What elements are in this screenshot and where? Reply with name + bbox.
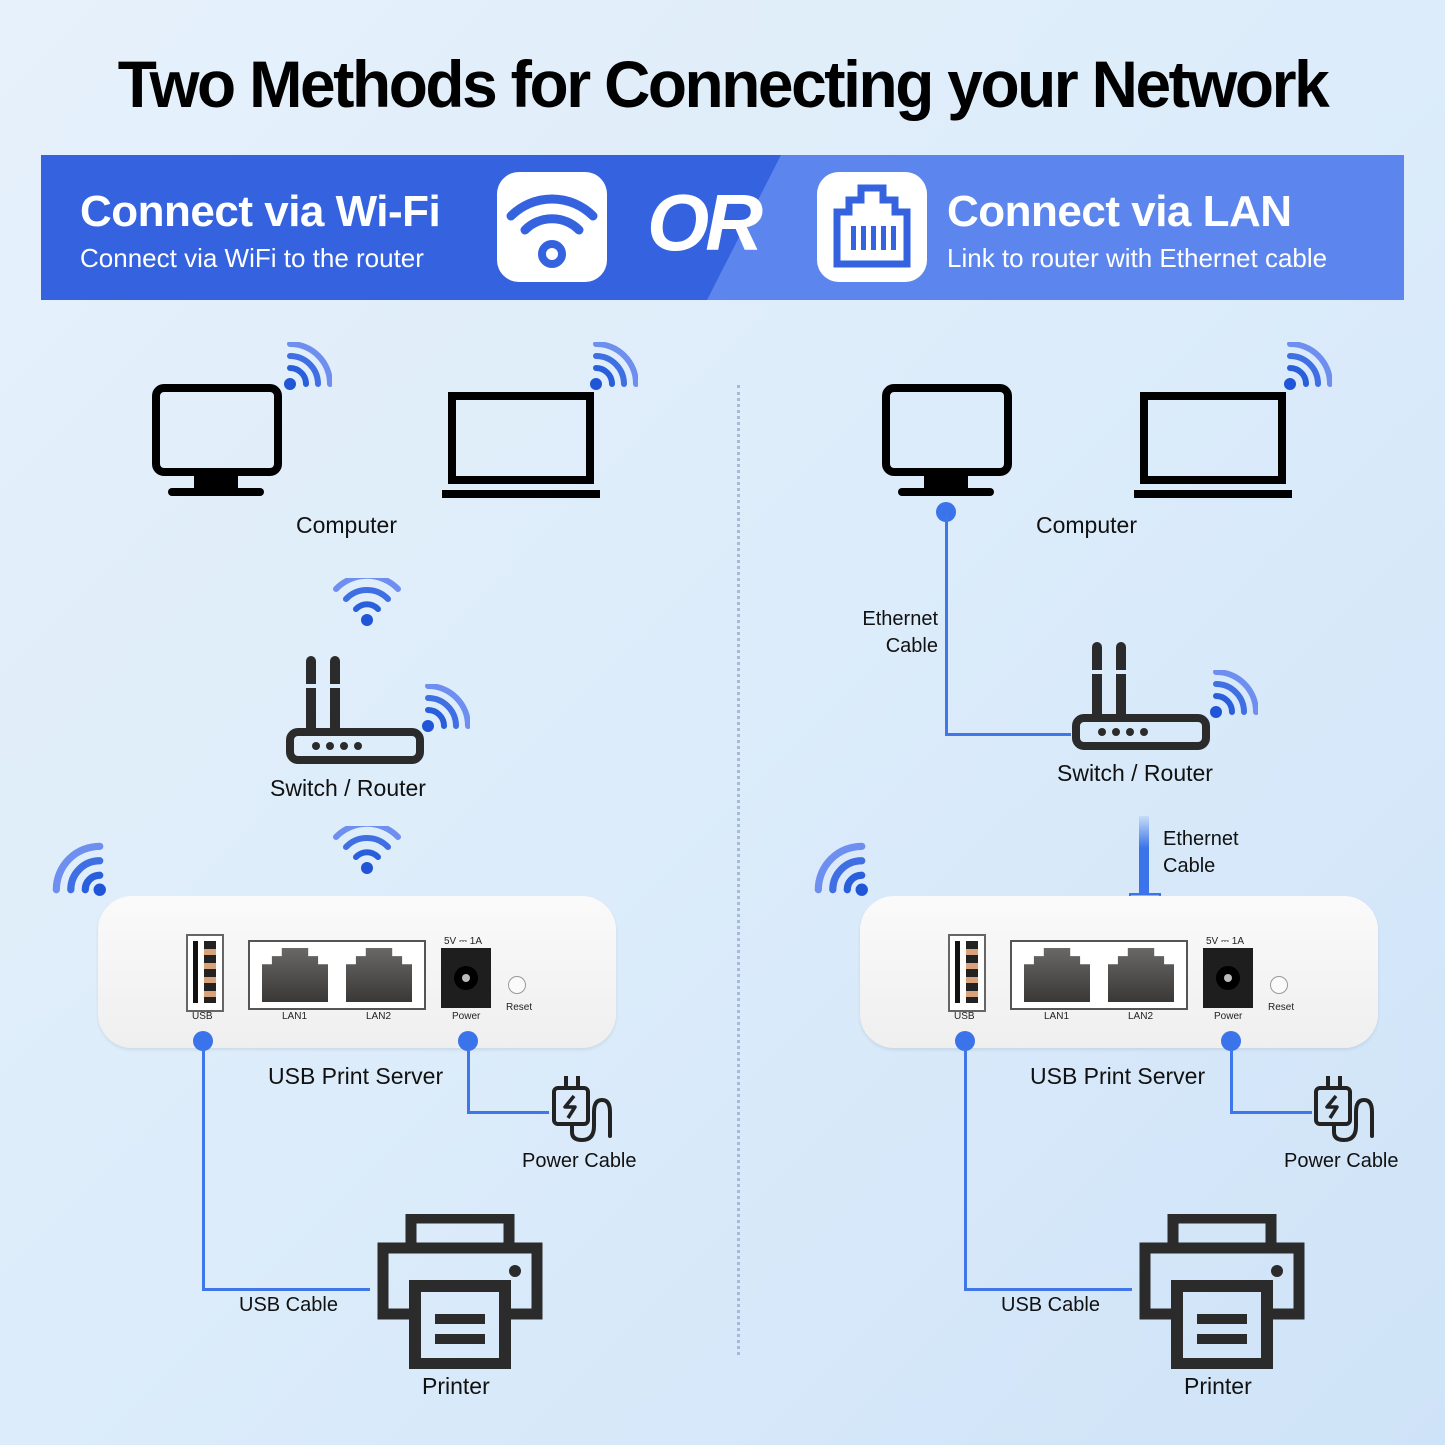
lan1-port [1024,948,1090,1002]
ethernet-port-icon [833,184,911,268]
ethernet-connector-dot [936,502,956,522]
wifi-signal-icon [46,836,108,898]
wifi-signal-icon [808,836,870,898]
power-plug-icon [1312,1074,1377,1144]
lan-ports [1010,940,1188,1010]
power-cable-line [467,1049,470,1113]
power-plug-icon [550,1074,615,1144]
wifi-method-heading: Connect via Wi-Fi [80,187,441,236]
power-cable-line [1230,1049,1233,1113]
power-jack [1203,948,1253,1008]
usb-print-server: USB LAN1 LAN2 5V ⎓ 1A Power Reset [860,896,1378,1048]
power-connector-dot [1221,1031,1241,1051]
usb-port-label: USB [192,1011,213,1022]
ethernet-cable-line [945,733,1071,736]
laptop-icon [1134,390,1294,500]
reset-button[interactable] [1270,976,1288,994]
printer-label: Printer [422,1373,490,1399]
usb-connector-dot [193,1031,213,1051]
laptop-icon [442,390,602,500]
power-jack [441,948,491,1008]
usb-print-server: USB LAN1 LAN2 5V ⎓ 1A Power Reset [98,896,616,1048]
power-cable-label: Power Cable [1284,1150,1399,1172]
usb-port [948,934,986,1012]
lan2-label: LAN2 [366,1011,392,1022]
power-cable-line [467,1111,549,1114]
router-icon [286,654,426,764]
reset-label: Reset [506,1002,533,1013]
banner-wifi-panel [41,155,781,300]
computer-label: Computer [296,512,397,538]
reset-label: Reset [1268,1002,1295,1013]
power-rating-label: 5V ⎓ 1A [444,936,482,947]
usb-cable-line [202,1288,370,1291]
lan1-label: LAN1 [1044,1011,1070,1022]
lan-method-heading: Connect via LAN [947,187,1292,236]
lan1-label: LAN1 [282,1011,308,1022]
wifi-signal-icon [588,342,638,392]
lan2-port [346,948,412,1002]
usb-cable-line [202,1049,205,1291]
wifi-signal-icon [1208,670,1258,720]
print-server-label: USB Print Server [1030,1063,1206,1089]
print-server-label: USB Print Server [268,1063,444,1089]
ethernet-cable-label: Ethernet Cable [1163,828,1239,877]
method-banner: Connect via Wi-Fi Connect via WiFi to th… [41,155,1404,300]
router-icon [1072,640,1212,750]
wifi-method-subtitle: Connect via WiFi to the router [80,243,424,273]
power-cable-line [1230,1111,1312,1114]
lan2-port [1108,948,1174,1002]
wifi-icon [506,194,598,268]
page-title: Two Methods for Connecting your Network [117,47,1330,121]
wifi-signal-icon [332,578,402,628]
router-label: Switch / Router [270,775,426,801]
power-rating-label: 5V ⎓ 1A [1206,936,1244,947]
usb-cable-label: USB Cable [1001,1294,1100,1316]
ethernet-cable [1139,816,1149,896]
desktop-monitor-icon [152,384,282,499]
power-cable-label: Power Cable [522,1150,637,1172]
printer-icon [1137,1214,1307,1369]
lan2-label: LAN2 [1128,1011,1154,1022]
usb-cable-line [964,1049,967,1291]
power-connector-dot [458,1031,478,1051]
lan-icon-tile [817,172,927,282]
wifi-signal-icon [332,826,402,876]
reset-button[interactable] [508,976,526,994]
usb-port-label: USB [954,1011,975,1022]
or-separator: OR [647,178,763,267]
power-port-label: Power [452,1011,481,1022]
router-label: Switch / Router [1057,760,1213,786]
usb-port [186,934,224,1012]
computer-label: Computer [1036,512,1137,538]
wifi-signal-icon [1282,342,1332,392]
desktop-monitor-icon [882,384,1012,499]
wifi-signal-icon [420,684,470,734]
usb-connector-dot [955,1031,975,1051]
usb-cable-label: USB Cable [239,1294,338,1316]
printer-icon [375,1214,545,1369]
lan1-port [262,948,328,1002]
printer-label: Printer [1184,1373,1252,1399]
wifi-icon-tile [497,172,607,282]
column-divider [737,385,740,1355]
ethernet-cable-label: Ethernet Cable [862,608,938,657]
usb-cable-line [964,1288,1132,1291]
power-port-label: Power [1214,1011,1243,1022]
lan-method-subtitle: Link to router with Ethernet cable [947,243,1328,273]
lan-ports [248,940,426,1010]
ethernet-cable-line [945,516,948,736]
wifi-signal-icon [282,342,332,392]
